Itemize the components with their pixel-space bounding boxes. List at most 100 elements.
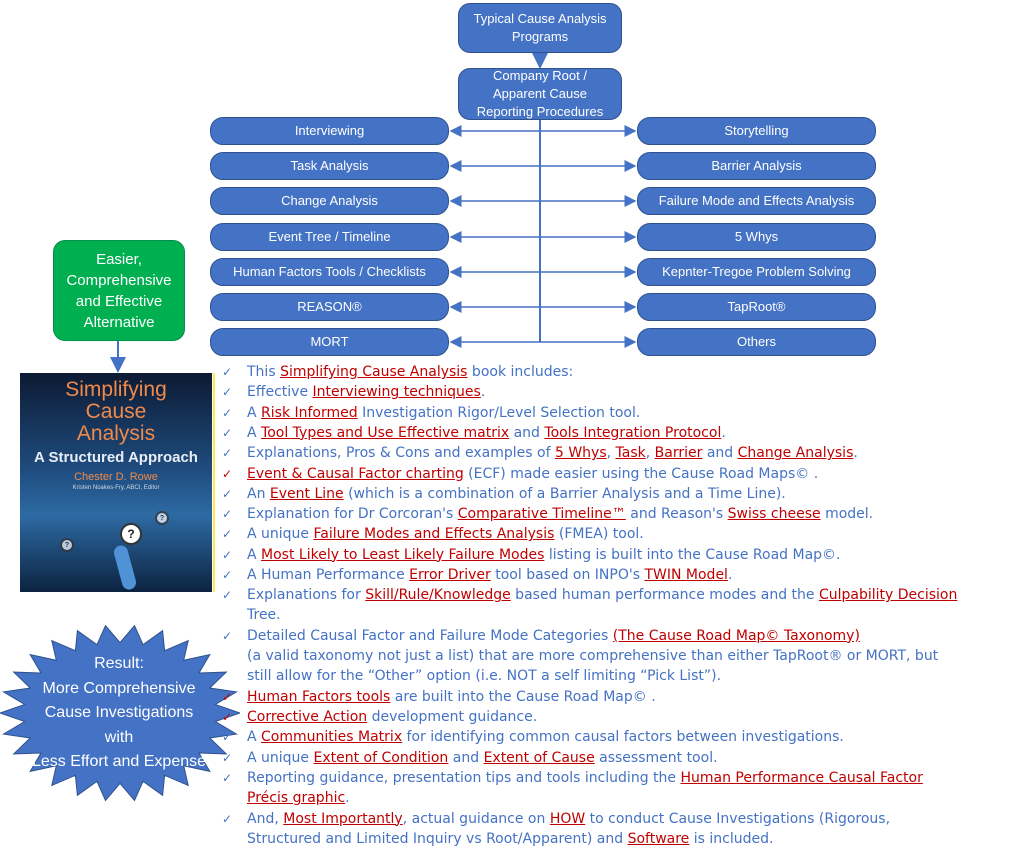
list-item: ✓A Human Performance Error Driver tool b…: [222, 565, 732, 585]
list-item: ✓A Most Likely to Least Likely Failure M…: [222, 545, 841, 565]
list-text: (ECF) made easier using the Cause Road M…: [463, 465, 819, 482]
tool-left: MORT: [210, 328, 449, 356]
list-text: to conduct Cause Investigations (Rigorou…: [585, 810, 891, 827]
list-line: ✓A Most Likely to Least Likely Failure M…: [222, 545, 841, 565]
list-text: and: [448, 749, 484, 766]
list-item: ✓Human Factors tools are built into the …: [222, 687, 656, 707]
check-icon: ✓: [222, 385, 233, 400]
check-icon: ✓: [222, 466, 233, 481]
topic-link: Swiss cheese: [727, 506, 821, 523]
check-icon: ✓: [222, 710, 233, 725]
list-text: A: [247, 424, 262, 441]
topic-link: Skill/Rule/Knowledge: [365, 587, 511, 604]
list-item: ✓Corrective Action development guidance.: [222, 707, 537, 727]
result-text: Result: More Comprehensive Cause Investi…: [30, 652, 208, 775]
list-line: ✓A unique Extent of Condition and Extent…: [222, 748, 718, 768]
list-text: A unique: [247, 749, 314, 766]
list-text: (which is a combination of a Barrier Ana…: [343, 485, 786, 502]
topic-link: Risk Informed: [261, 404, 358, 421]
check-icon: ✓: [222, 425, 233, 440]
check-icon: ✓: [222, 689, 233, 704]
topic-link: TWIN Model: [644, 567, 728, 583]
list-line: ✓And, Most Importantly, actual guidance …: [222, 809, 890, 829]
check-icon: ✓: [222, 486, 233, 501]
list-text: development guidance.: [367, 709, 538, 726]
tool-right: Barrier Analysis: [637, 152, 876, 180]
list-text: This: [247, 364, 281, 380]
list-line: ✓A Human Performance Error Driver tool b…: [222, 565, 732, 585]
check-icon: ✓: [222, 547, 233, 562]
result-line: Cause Investigations: [44, 704, 194, 721]
list-text: and: [509, 424, 545, 441]
list-line: ✓Human Factors tools are built into the …: [222, 687, 656, 707]
list-text: tool based on INPO's: [490, 567, 645, 583]
list-line: ✓A Communities Matrix for identifying co…: [222, 727, 844, 747]
list-line: ✓Explanations, Pros & Cons and examples …: [222, 443, 858, 463]
check-icon: ✓: [222, 405, 233, 420]
list-text: .: [480, 384, 486, 401]
topic-link: Task: [615, 445, 646, 462]
list-line: ✓A Risk Informed Investigation Rigor/Lev…: [222, 403, 640, 423]
list-text: And,: [247, 810, 284, 827]
list-item: ✓A Tool Types and Use Effective matrix a…: [222, 423, 726, 443]
company-procedures-box: Company Root / Apparent Cause Reporting …: [458, 68, 622, 120]
list-text: .: [853, 445, 858, 462]
list-text: A: [247, 729, 262, 746]
tool-right: Failure Mode and Effects Analysis: [637, 187, 876, 215]
list-text: Investigation Rigor/Level Selection tool…: [357, 404, 641, 421]
list-text: Tree.: [247, 607, 281, 624]
result-line: Result:: [94, 655, 144, 672]
list-text: and Reason's: [625, 506, 728, 523]
list-item: ✓This Simplifying Cause Analysis book in…: [222, 362, 573, 382]
list-line: ✓ Reporting guidance, presentation tips a…: [222, 768, 923, 788]
list-line: ✓An Event Line (which is a combination o…: [222, 484, 786, 504]
result-line: More Comprehensive: [42, 679, 196, 697]
list-text: Explanation for Dr Corcoran's: [247, 506, 458, 523]
list-item: ✓A Communities Matrix for identifying co…: [222, 727, 844, 747]
topic-link: Communities Matrix: [261, 729, 403, 746]
list-text: Explanations, Pros & Cons and examples o…: [247, 445, 555, 462]
tool-right: TapRoot®: [637, 293, 876, 321]
book-subtitle: A Structured Approach: [34, 449, 198, 466]
topic-link: (The Cause Road Map© Taxonomy): [612, 627, 860, 644]
list-text: model.: [820, 506, 874, 523]
tool-left: Human Factors Tools / Checklists: [210, 258, 449, 286]
topic-link: Event Line: [269, 485, 344, 502]
list-text: Reporting guidance, presentation tips an…: [247, 770, 681, 786]
topic-link: Extent of Condition: [313, 749, 449, 766]
alternative-box: Easier, Comprehensive and Effective Alte…: [53, 240, 185, 341]
question-icon: ?: [155, 511, 169, 525]
list-item: ✓And, Most Importantly, actual guidance …: [222, 809, 890, 849]
list-text: (FMEA) tool.: [554, 526, 644, 543]
list-text: are built into the Cause Road Map© .: [390, 688, 656, 705]
list-text: is included.: [689, 830, 774, 847]
tool-left: Change Analysis: [210, 187, 449, 215]
list-text: and: [702, 445, 738, 462]
check-icon: ✓: [222, 365, 233, 379]
list-line: ✓This Simplifying Cause Analysis book in…: [222, 362, 573, 382]
list-line: ✓Explanations for Skill/Rule/Knowledge b…: [222, 585, 957, 605]
topic-link: Event & Causal Factor charting: [247, 465, 464, 482]
tool-left: Event Tree / Timeline: [210, 223, 449, 251]
list-item: ✓A unique Extent of Condition and Extent…: [222, 748, 718, 768]
list-item: ✓Detailed Causal Factor and Failure Mode…: [222, 626, 938, 686]
topic-link: Barrier: [654, 445, 703, 462]
list-text: based human performance modes and the: [510, 587, 819, 604]
list-text: listing is built into the Cause Road Map…: [544, 546, 841, 563]
question-icon: ?: [120, 523, 142, 545]
topic-link: Interviewing techniques: [312, 384, 481, 401]
list-text: ,: [606, 445, 616, 462]
list-text: , actual guidance on: [402, 810, 550, 827]
tool-left: Interviewing: [210, 117, 449, 145]
list-line: ✓A Tool Types and Use Effective matrix a…: [222, 423, 726, 443]
result-line: Less Effort and Expense: [31, 753, 207, 770]
list-line: ✓Effective Interviewing techniques.: [222, 382, 485, 402]
tool-right: Others: [637, 328, 876, 356]
list-line: Structured and Limited Inquiry vs Root/A…: [222, 829, 890, 849]
list-line: ✓Corrective Action development guidance.: [222, 707, 537, 727]
result-line: with: [104, 728, 134, 746]
check-icon: ✓: [222, 771, 233, 785]
list-text: still allow for the “Other” option (i.e.…: [247, 667, 722, 684]
topic-link: Culpability Decision: [818, 587, 958, 604]
check-icon: ✓: [222, 507, 233, 522]
